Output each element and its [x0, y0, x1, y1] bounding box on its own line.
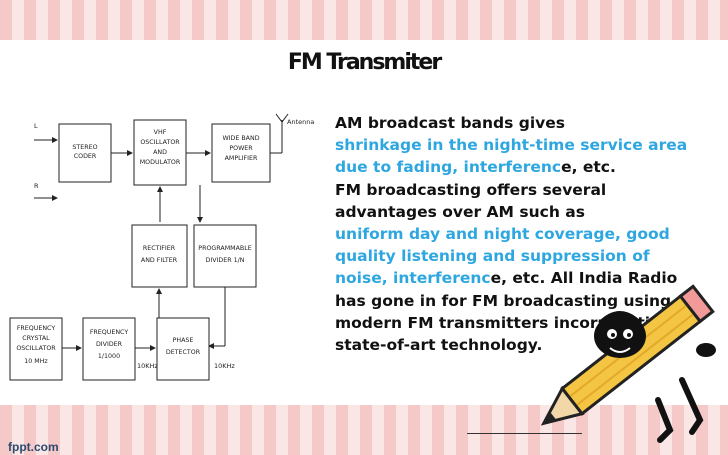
vhf-oscillator-block: VHF OSCILLATOR AND MODULATOR: [133, 119, 187, 186]
freq-label-right: 10KHz: [214, 362, 235, 370]
body-p3: FM broadcasting offers several advantage…: [335, 180, 607, 221]
svg-text:MODULATOR: MODULATOR: [140, 159, 181, 166]
body-p1: AM broadcast bands gives: [335, 114, 565, 132]
svg-text:RECTIFIER: RECTIFIER: [143, 245, 176, 252]
wideband-amp-block: WIDE BAND POWER AMPLIFIER: [211, 123, 271, 183]
body-text: AM broadcast bands gives shrinkage in th…: [335, 112, 695, 356]
body-p2-end: e, etc.: [561, 158, 616, 177]
svg-text:AND: AND: [153, 149, 167, 156]
svg-text:DIVIDER: DIVIDER: [96, 341, 123, 348]
body-p4-end: e, etc. All India Radio has gone in for …: [335, 269, 678, 355]
bottom-stripes: [0, 405, 728, 455]
antenna-label: Antenna: [287, 118, 314, 126]
svg-text:10 MHz: 10 MHz: [24, 358, 48, 365]
decorative-underline: [467, 433, 582, 434]
programmable-divider-block: PROGRAMMABLE DIVIDER 1/N: [193, 224, 257, 288]
svg-text:AND FILTER: AND FILTER: [141, 257, 178, 264]
top-stripes: [0, 0, 728, 40]
phase-detector-block: PHASE DETECTOR: [156, 317, 210, 381]
body-p2-highlight: shrinkage in the night-time service area…: [335, 136, 688, 177]
block-diagram: L R STEREO CODER VHF OSCILLATOR AND MODU…: [9, 113, 314, 381]
stereo-coder-line2: CODER: [74, 153, 97, 160]
svg-text:PROGRAMMABLE: PROGRAMMABLE: [198, 245, 251, 252]
svg-text:AMPLIFIER: AMPLIFIER: [225, 155, 258, 162]
stereo-coder-line1: STEREO: [72, 144, 97, 151]
input-l-label: L: [34, 122, 38, 130]
pencil-character-illustration: [540, 284, 716, 443]
svg-text:VHF: VHF: [154, 129, 167, 136]
svg-text:DIVIDER 1/N: DIVIDER 1/N: [206, 257, 245, 264]
body-p4-highlight: uniform day and night coverage, good qua…: [335, 225, 670, 288]
crystal-oscillator-block: FREQUENCY CRYSTAL OSCILLATOR 10 MHz: [9, 317, 63, 381]
svg-text:1/1000: 1/1000: [98, 353, 120, 360]
rectifier-filter-block: RECTIFIER AND FILTER: [131, 224, 188, 288]
slide-title: FM Transmiter: [287, 50, 442, 75]
footer-brand: fppt.com: [8, 440, 59, 454]
svg-text:OSCILLATOR: OSCILLATOR: [16, 345, 56, 352]
svg-text:PHASE: PHASE: [173, 337, 194, 344]
svg-text:POWER: POWER: [229, 145, 253, 152]
freq-label-left: 10KHz: [137, 362, 158, 370]
frequency-divider-block: FREQUENCY DIVIDER 1/1000: [82, 317, 136, 381]
svg-text:OSCILLATOR: OSCILLATOR: [140, 139, 180, 146]
svg-text:WIDE BAND: WIDE BAND: [222, 135, 259, 142]
svg-text:FREQUENCY: FREQUENCY: [90, 329, 129, 336]
input-r-label: R: [34, 182, 39, 190]
svg-text:DETECTOR: DETECTOR: [166, 349, 201, 356]
svg-text:CRYSTAL: CRYSTAL: [22, 335, 50, 342]
svg-text:FREQUENCY: FREQUENCY: [17, 325, 56, 332]
stereo-coder-block: STEREO CODER: [58, 123, 112, 183]
